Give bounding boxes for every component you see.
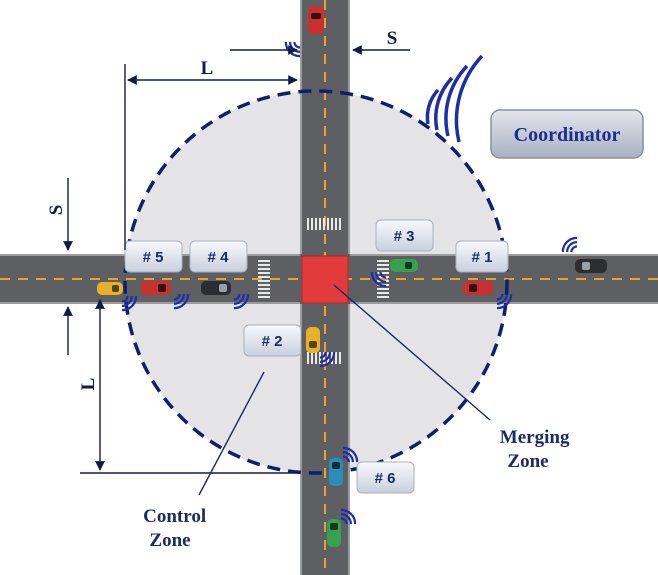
vehicle-north-top: [308, 6, 324, 34]
svg-text:# 5: # 5: [143, 249, 164, 266]
merging-zone-label: Merging Zone: [500, 427, 574, 472]
svg-text:# 6: # 6: [375, 470, 396, 487]
merging-zone-callout-line: [333, 284, 491, 421]
vehicle-6: [329, 458, 343, 486]
control-zone-callout-line: [198, 371, 265, 496]
svg-text:# 2: # 2: [262, 333, 283, 350]
coordinator-box: Coordinator: [490, 109, 644, 159]
vehicle-3: [390, 259, 418, 272]
tag-2: # 2: [243, 324, 302, 357]
dimension-S-top: S: [387, 28, 398, 49]
coordinator-broadcast-icon: [425, 54, 484, 143]
vehicle-tags: # 1 # 2 # 3 # 4 # 5 # 6: [124, 219, 509, 494]
dimensions: [63, 45, 410, 474]
vehicle-yellow-west: [97, 282, 123, 295]
tag-5: # 5: [124, 240, 183, 273]
svg-text:# 4: # 4: [208, 249, 230, 266]
dimension-S-left: S: [46, 205, 67, 216]
wireless-signal-icons: [121, 41, 578, 525]
vehicle-2: [306, 327, 320, 353]
control-zone-label: Control Zone: [143, 506, 211, 551]
vehicle-east-far: [575, 259, 607, 273]
tag-3: # 3: [375, 219, 434, 252]
vehicle-4: [201, 281, 231, 295]
svg-text:# 1: # 1: [472, 249, 493, 266]
vehicles: [97, 6, 607, 547]
coordinator-label: Coordinator: [514, 124, 621, 146]
dimension-L-left: L: [78, 378, 99, 391]
tag-1: # 1: [455, 240, 509, 273]
svg-text:# 3: # 3: [394, 228, 415, 245]
vehicle-5: [141, 281, 171, 295]
tag-6: # 6: [356, 461, 415, 494]
merging-zone: [301, 255, 349, 304]
dimension-L-top: L: [201, 58, 214, 79]
vehicle-green-south: [327, 519, 341, 547]
tag-4: # 4: [189, 240, 248, 273]
vehicle-1: [463, 281, 493, 295]
control-zone-boundary: [123, 89, 509, 475]
